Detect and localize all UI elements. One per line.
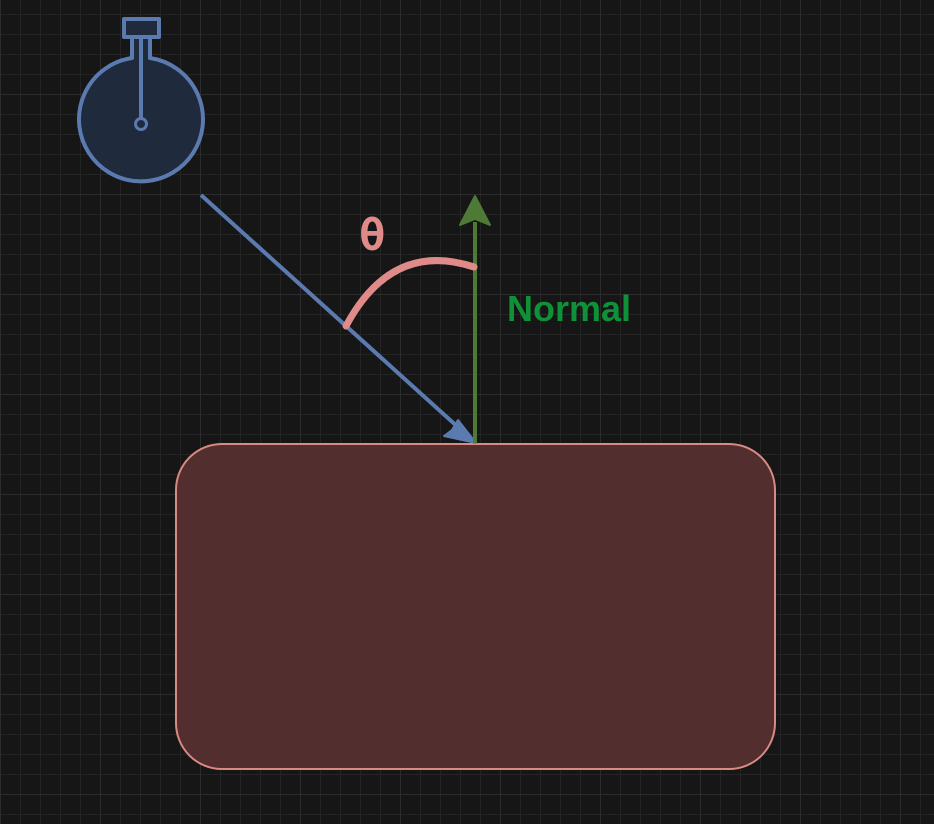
angle-label: θ: [359, 210, 386, 261]
normal-label: Normal: [507, 288, 631, 329]
light-bulb-icon[interactable]: [77, 17, 205, 184]
light-ray-arrow: [199, 193, 477, 444]
surface-rectangle[interactable]: [175, 443, 776, 770]
normal-arrow: [459, 195, 491, 443]
angle-arc: [342, 257, 478, 330]
